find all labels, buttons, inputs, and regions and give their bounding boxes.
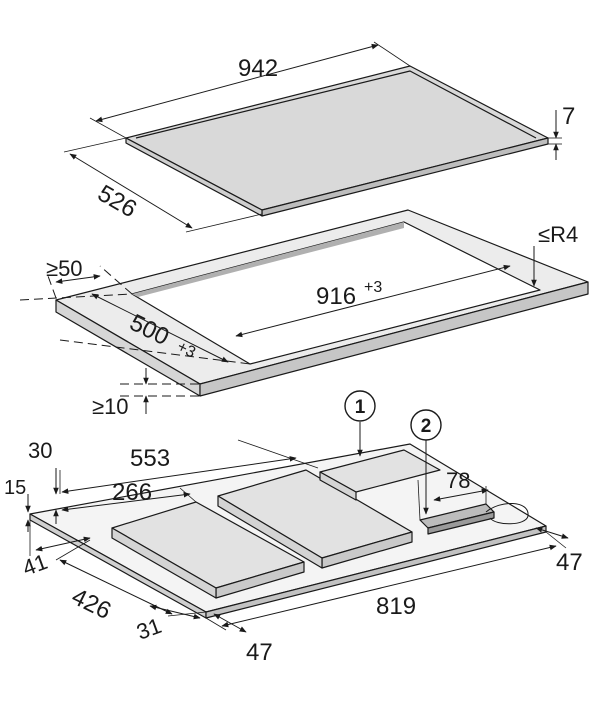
- dim-7: 7: [548, 103, 575, 160]
- dim-553-label: 553: [130, 445, 170, 472]
- dim-min-50-label: ≥50: [46, 256, 83, 281]
- dim-30-label: 30: [28, 438, 52, 463]
- dim-426-label: 426: [67, 583, 115, 625]
- dim-7-label: 7: [562, 103, 575, 130]
- dim-min-10: ≥10: [92, 368, 200, 419]
- dim-min-10-label: ≥10: [92, 394, 129, 419]
- dim-41-label: 41: [19, 549, 51, 581]
- dim-942: 942: [89, 41, 411, 139]
- dim-266-label: 266: [112, 479, 152, 506]
- dim-15: 15: [4, 477, 31, 532]
- dim-500-tolerance: +3: [174, 338, 198, 361]
- control-unit: [419, 502, 529, 535]
- dim-31-label: 31: [133, 613, 165, 645]
- dim-47-left-label: 47: [246, 639, 273, 666]
- dim-916-label: 916: [316, 283, 356, 310]
- dim-47-left: 47: [213, 613, 273, 666]
- callout-1-label: 1: [355, 397, 366, 418]
- dim-30: 30: [28, 438, 59, 524]
- callout-2-label: 2: [421, 416, 432, 437]
- module-right: [319, 449, 441, 501]
- cooktop-glass-top: [125, 65, 549, 211]
- dim-78: 78: [417, 468, 489, 521]
- dim-78-label: 78: [446, 468, 470, 493]
- dim-526-label: 526: [93, 180, 141, 223]
- dim-942-label: 942: [238, 55, 278, 82]
- callout-1: 1: [344, 390, 376, 457]
- dim-916: 916 +3: [235, 264, 511, 338]
- dim-r4-label: ≤R4: [538, 222, 578, 247]
- dim-553: 553: [59, 439, 319, 494]
- cooktop-glass: [125, 65, 549, 217]
- dim-819-label: 819: [376, 593, 416, 620]
- dim-266: 266: [61, 479, 197, 512]
- dim-min-50: ≥50: [46, 256, 133, 299]
- dim-47-right: 47: [535, 527, 583, 576]
- dim-15-label: 15: [4, 477, 26, 499]
- callout-2: 2: [410, 409, 442, 515]
- dim-47-right-label: 47: [556, 549, 583, 576]
- dim-r4: ≤R4: [531, 222, 578, 287]
- dim-916-tolerance: +3: [364, 279, 382, 296]
- power-cable-icon: [485, 502, 529, 525]
